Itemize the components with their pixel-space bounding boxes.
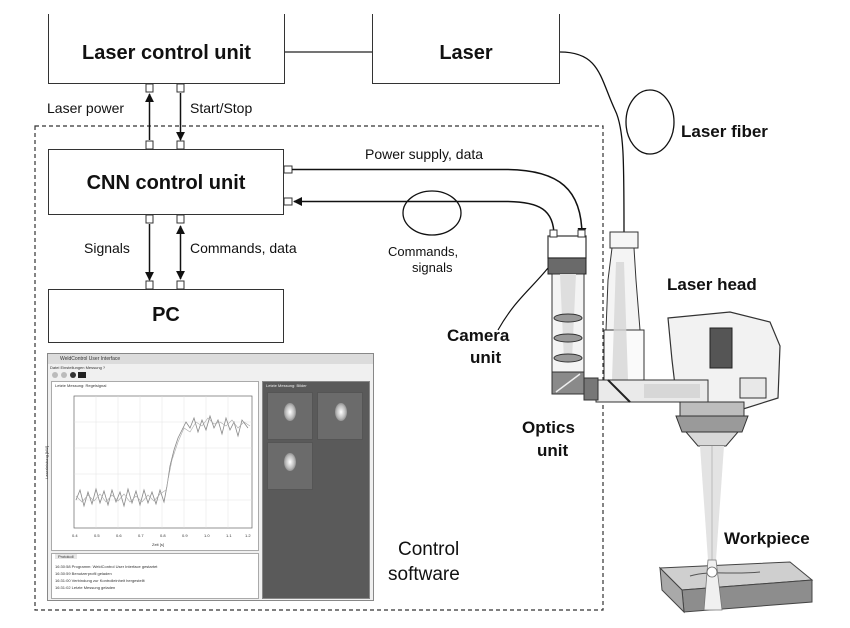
plot-xtick-3: 0.7 (138, 533, 144, 538)
cnn-control-unit-label: CNN control unit (86, 172, 246, 194)
camera-thumbnail-2 (317, 392, 363, 440)
plot-xtick-2: 0.6 (116, 533, 122, 538)
software-menu: Datei Einstellungen Messung ? (50, 365, 106, 370)
commands-signals-label-1: Commands, (388, 244, 459, 259)
camera-unit-label-2: unit (470, 348, 502, 367)
power-supply-data-label: Power supply, data (365, 146, 484, 162)
log-tab[interactable]: Protokoll (55, 554, 77, 559)
laser-power-label: Laser power (47, 100, 125, 116)
laser-fiber-loop (625, 89, 675, 155)
plot-svg (73, 395, 253, 529)
plot-panel-title: Letzte Messung: Regelsignal (55, 383, 107, 388)
cable-loop (402, 190, 462, 236)
log-panel: Protokoll 16:30:58 Programm: WeldControl… (51, 553, 259, 599)
toolbar-save-icon (61, 372, 67, 378)
plot-xtick-6: 1.0 (204, 533, 210, 538)
plot-xtick-5: 0.9 (182, 533, 188, 538)
optics-unit-label-2: unit (537, 441, 569, 460)
control-software-label-2: software (388, 564, 460, 585)
plot-ylabel: Laserleistung [kW] (43, 446, 49, 479)
log-line-4: 16:31:02 Letzte Messung geladen (55, 585, 116, 590)
commands-signals-line (293, 197, 555, 237)
laser-control-unit-box: Laser control unit (48, 14, 285, 84)
toolbar-play-icon (78, 372, 86, 378)
plot-xlabel: Zeit [s] (152, 542, 165, 547)
plot-xtick-4: 0.8 (160, 533, 166, 538)
image-panel: Letzte Messung: Bilder (262, 381, 370, 599)
laser-label: Laser (439, 42, 493, 64)
laser-head-drawing (595, 231, 781, 560)
camera-unit-label-1: Camera (447, 326, 510, 345)
system-boundary (34, 125, 604, 611)
laser-control-unit-label: Laser control unit (82, 42, 251, 64)
log-line-3: 16:31:00 Verbindung zur Kontrolleinheit … (55, 578, 145, 583)
camera-optics-drawing (547, 229, 599, 401)
laser-fiber-label: Laser fiber (681, 122, 768, 141)
laser-box: Laser (372, 14, 560, 84)
signals-label: Signals (84, 240, 130, 256)
toolbar-record-icon (70, 372, 76, 378)
camera-thumbnail-3 (267, 442, 313, 490)
cnn-control-unit-box: CNN control unit (48, 149, 284, 215)
plot-xtick-8: 1.2 (245, 533, 251, 538)
toolbar-open-icon (52, 372, 58, 378)
pc-box: PC (48, 289, 284, 343)
commands-data-label: Commands, data (190, 240, 297, 256)
plot-xtick-7: 1.1 (226, 533, 232, 538)
commands-signals-label-2: signals (412, 260, 453, 275)
camera-thumbnail-1 (267, 392, 313, 440)
log-line-1: 16:30:58 Programm: WeldControl User Inte… (55, 564, 158, 569)
plot-xtick-0: 0.4 (72, 533, 78, 538)
control-software-label-1: Control (398, 539, 460, 560)
laser-fiber-line (559, 51, 625, 233)
pc-label: PC (152, 304, 180, 326)
image-panel-title: Letzte Messung: Bilder (266, 383, 307, 388)
software-title-bar: WeldControl User Interface (48, 354, 373, 364)
laser-head-label: Laser head (667, 275, 757, 294)
plot-panel: Letzte Messung: Regelsignal Laserleistun… (44, 381, 259, 551)
plot-xtick-1: 0.5 (94, 533, 100, 538)
power-supply-line (292, 168, 587, 237)
start-stop-label: Start/Stop (190, 100, 253, 116)
workpiece-drawing (658, 559, 814, 614)
software-window: WeldControl User Interface Datei Einstel… (44, 353, 374, 601)
optics-unit-label-1: Optics (522, 418, 575, 437)
log-line-2: 16:30:59 Benutzerprofil geladen (55, 571, 112, 576)
workpiece-label: Workpiece (724, 529, 810, 548)
